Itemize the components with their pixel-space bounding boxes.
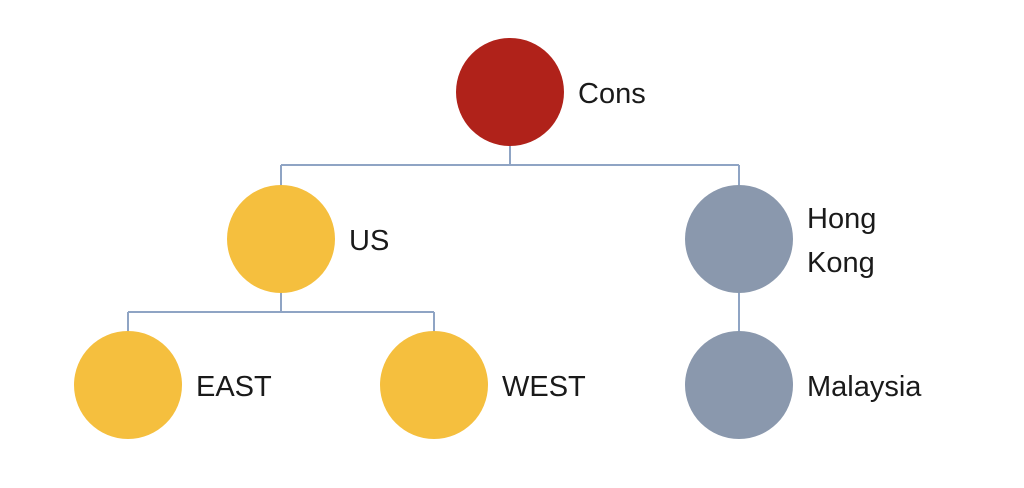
node-hong-kong-label-line2: Kong [807,247,875,279]
node-west: WEST [380,331,586,439]
node-hong-kong: Hong Kong [685,185,876,293]
node-east: EAST [74,331,272,439]
node-us-label: US [349,225,389,257]
node-west-label: WEST [502,371,586,403]
node-us: US [227,185,389,293]
connector-lines [127,145,740,332]
node-us-circle [227,185,335,293]
node-cons-circle [456,38,564,146]
node-malaysia-label: Malaysia [807,371,922,403]
node-hong-kong-circle [685,185,793,293]
node-east-label: EAST [196,371,272,403]
node-cons-label: Cons [578,78,646,110]
node-hong-kong-label-line1: Hong [807,203,876,235]
node-malaysia: Malaysia [685,331,922,439]
node-west-circle [380,331,488,439]
node-malaysia-circle [685,331,793,439]
node-cons: Cons [456,38,646,146]
node-east-circle [74,331,182,439]
